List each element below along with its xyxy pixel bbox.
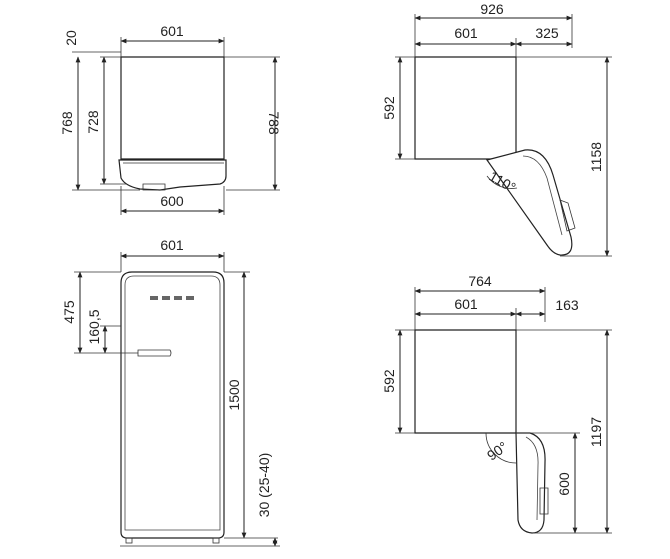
fridge-top-view-body — [120, 56, 225, 160]
smeg-logo: SMEG — [150, 296, 194, 301]
open-door-110 — [486, 149, 573, 256]
dim-label-601-br: 601 — [454, 296, 478, 312]
dim-label-160-5: 160,5 — [86, 309, 102, 344]
dim-label-163: 163 — [555, 297, 579, 313]
dim-label-width-top: 601 — [160, 23, 184, 39]
top-view-door-110: 926 601 325 592 1158 110° — [381, 1, 612, 257]
door-handle — [137, 349, 172, 357]
door-inner-90 — [525, 436, 539, 521]
dim-label-1197: 1197 — [588, 417, 604, 447]
open-door-90 — [515, 432, 546, 534]
angle-label-90: 90° — [484, 438, 511, 463]
handle-rear — [142, 183, 166, 191]
dim-label-offset-top: 20 — [63, 30, 79, 46]
svg-text:SMEG: SMEG — [171, 299, 174, 301]
fridge-body-90 — [414, 329, 517, 434]
top-view-door-90: 764 601 163 592 1197 600 90° — [381, 273, 612, 534]
dim-label-788: 788 — [266, 111, 282, 135]
dim-label-592-br: 592 — [381, 369, 397, 393]
fridge-front-inner-outline — [124, 275, 221, 531]
front-view: SMEG 601 475 160,5 1500 30 (25-40) — [61, 237, 280, 547]
fridge-front-body — [120, 271, 225, 539]
fridge-top-view-base — [118, 159, 227, 191]
foot-right — [212, 537, 220, 544]
dim-label-728: 728 — [85, 110, 101, 134]
dim-label-1158: 1158 — [588, 142, 604, 172]
dim-label-764: 764 — [468, 273, 492, 289]
angle-arc-110 — [486, 175, 518, 189]
door-inner-110 — [522, 155, 563, 236]
dim-label-601-tr: 601 — [454, 25, 478, 41]
door-handle-110 — [559, 199, 576, 232]
top-view-left: 601 600 20 768 728 788 — [59, 23, 282, 215]
dim-label-768: 768 — [59, 111, 75, 135]
angle-arc-90 — [485, 432, 517, 464]
foot-left — [125, 537, 133, 544]
dim-label-1500: 1500 — [226, 379, 242, 410]
dim-label-325: 325 — [535, 25, 559, 41]
dim-label-600-door: 600 — [556, 472, 572, 496]
dim-label-926: 926 — [480, 1, 504, 17]
dim-label-592-tr: 592 — [381, 96, 397, 120]
door-handle-90 — [539, 487, 549, 515]
dim-label-width-bottom: 600 — [160, 193, 184, 209]
fridge-body-110 — [414, 56, 517, 160]
dim-label-front-width: 601 — [160, 237, 184, 253]
dim-label-feet: 30 (25-40) — [256, 453, 272, 518]
dim-label-475: 475 — [61, 300, 77, 324]
